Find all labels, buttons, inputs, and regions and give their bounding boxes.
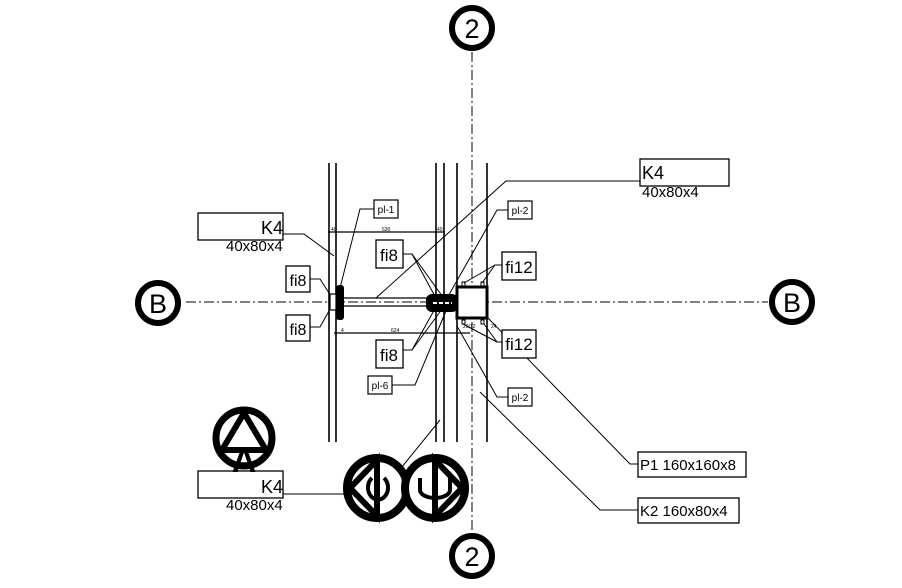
label-fi8-left-bottom[interactable]: fi8 xyxy=(285,314,311,342)
grid-bubble-b-left[interactable]: B xyxy=(135,280,181,326)
grid-bubble-2-top[interactable]: 2 xyxy=(449,5,495,51)
grid-bubble-b-right[interactable]: B xyxy=(769,279,815,325)
label-fi12-bottom[interactable]: fi12 xyxy=(501,329,537,359)
label-text: fi12 xyxy=(505,258,532,277)
section-marker-d[interactable] xyxy=(401,452,469,524)
label-text: P1 160x160x8 xyxy=(640,457,736,474)
label-k4-size: 40x80x4 xyxy=(226,497,283,514)
dim-bottom-left: 4 xyxy=(341,328,344,334)
label-text: pl-1 xyxy=(378,205,395,216)
label-text: fi8 xyxy=(290,273,307,290)
label-pl-2-bottom[interactable]: pl-2 xyxy=(507,387,533,407)
label-pl-1[interactable]: pl-1 xyxy=(373,199,399,219)
section-marker-c[interactable] xyxy=(343,452,411,524)
label-text: fi12 xyxy=(505,335,532,354)
label-k4-bottom-left[interactable]: K4 40x80x4 xyxy=(197,470,284,514)
label-k4-name: K4 xyxy=(261,218,283,238)
label-k2[interactable]: K2 160x80x4 xyxy=(637,497,740,524)
end-plate-pl1 xyxy=(329,285,344,320)
dim-bottom-right-b: 24 xyxy=(491,324,497,330)
grid-label-2-top: 2 xyxy=(464,14,479,44)
grid-label-b-right: B xyxy=(783,288,801,318)
leader-lines xyxy=(283,180,642,511)
label-text: fi8 xyxy=(380,346,398,365)
section-letter-a: A xyxy=(232,442,257,480)
beam-k4 xyxy=(342,297,430,307)
grid-label-2-bottom: 2 xyxy=(464,542,479,572)
label-k4-size: 40x80x4 xyxy=(642,184,699,201)
grid-label-b-left: B xyxy=(149,289,167,319)
label-text: fi8 xyxy=(290,322,307,339)
label-fi8-center-top[interactable]: fi8 xyxy=(375,239,404,269)
label-text: K2 160x80x4 xyxy=(640,503,728,520)
dim-top-right: 40 xyxy=(437,227,443,233)
label-k4-top-right[interactable]: K4 40x80x4 xyxy=(639,158,730,201)
label-p1[interactable]: P1 160x160x8 xyxy=(637,451,747,478)
label-k4-top-left[interactable]: K4 40x80x4 xyxy=(197,212,284,255)
dim-top-mid: 630 xyxy=(382,227,391,233)
section-marker-a[interactable]: A xyxy=(212,406,276,480)
label-k4-size: 40x80x4 xyxy=(226,238,283,255)
label-k4-name: K4 xyxy=(642,163,664,183)
end-plate-pl2 xyxy=(426,294,458,312)
label-text: fi8 xyxy=(380,246,398,265)
label-pl-2-top[interactable]: pl-2 xyxy=(507,200,533,220)
label-fi8-center-bottom[interactable]: fi8 xyxy=(375,339,404,369)
label-text: pl-2 xyxy=(512,393,529,404)
grid-bubble-2-bottom[interactable]: 2 xyxy=(449,533,495,579)
label-fi12-top[interactable]: fi12 xyxy=(501,251,537,281)
label-text: pl-6 xyxy=(372,381,389,392)
label-fi8-left-top[interactable]: fi8 xyxy=(285,265,311,293)
label-pl-6[interactable]: pl-6 xyxy=(367,375,393,395)
label-text: pl-2 xyxy=(512,206,529,217)
column-box xyxy=(455,281,489,325)
label-k4-name: K4 xyxy=(261,477,283,497)
dim-top-left: 40 xyxy=(331,227,337,233)
dim-bottom-mid: 624 xyxy=(391,328,400,334)
